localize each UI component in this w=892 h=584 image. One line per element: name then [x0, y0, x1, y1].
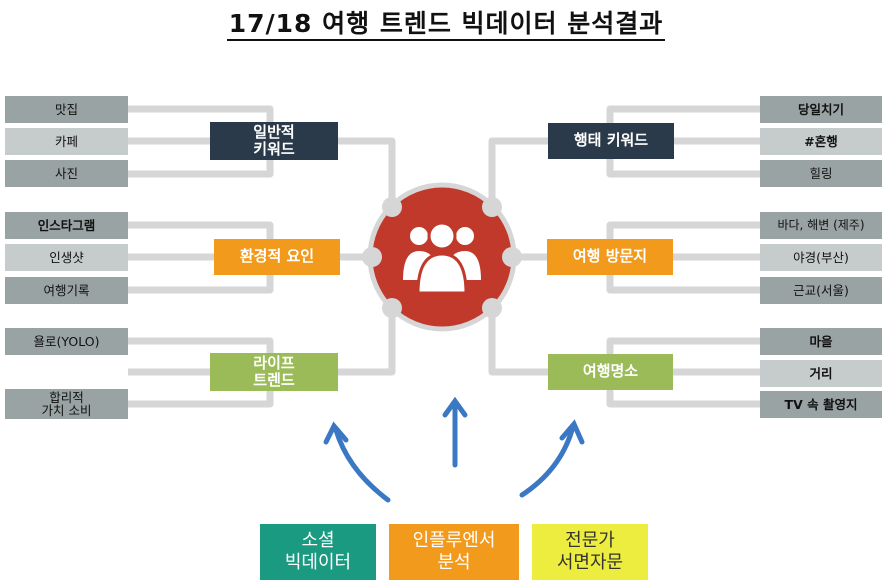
category-attractions: 여행명소	[548, 354, 673, 390]
source-influencer-analysis: 인플루엔서 분석	[389, 524, 519, 580]
leaf-day-trip: 당일치기	[760, 96, 882, 123]
leaf-matjip: 맛집	[5, 96, 128, 123]
leaf-village: 마을	[760, 328, 882, 355]
leaf-tv-filming-location: TV 속 촬영지	[760, 391, 882, 418]
leaf-night-view: 야경(부산)	[760, 244, 882, 271]
leaf-sea-beach: 바다, 해변 (제주)	[760, 212, 882, 239]
people-group-icon	[403, 221, 481, 295]
leaf-lifeshot: 인생샷	[5, 244, 128, 271]
leaf-healing: 힐링	[760, 160, 882, 187]
leaf-suburbs: 근교(서울)	[760, 277, 882, 304]
source-social-bigdata: 소셜 빅데이터	[260, 524, 376, 580]
leaf-street: 거리	[760, 360, 882, 387]
source-expert-consultation: 전문가 서면자문	[532, 524, 648, 580]
hub-joint-dots	[362, 197, 522, 318]
source-arrows	[323, 396, 585, 503]
leaf-photo: 사진	[5, 160, 128, 187]
leaf-rational-consumption: 합리적 가치 소비	[5, 389, 128, 419]
category-environmental-factors: 환경적 요인	[214, 239, 340, 275]
leaf-travel-record: 여행기록	[5, 277, 128, 304]
leaf-instagram: 인스타그램	[5, 212, 128, 239]
category-travel-destinations: 여행 방문지	[547, 239, 673, 275]
leaf-cafe: 카페	[5, 128, 128, 155]
leaf-solo-travel: #혼행	[760, 128, 882, 155]
leaf-yolo: 욜로(YOLO)	[5, 328, 128, 355]
category-lifestyle-trends: 라이프 트렌드	[210, 353, 338, 391]
category-behavior-keywords: 행태 키워드	[548, 123, 674, 159]
category-general-keywords: 일반적 키워드	[210, 122, 338, 160]
page-title: 17/18 여행 트렌드 빅데이터 분석결과	[0, 4, 892, 41]
